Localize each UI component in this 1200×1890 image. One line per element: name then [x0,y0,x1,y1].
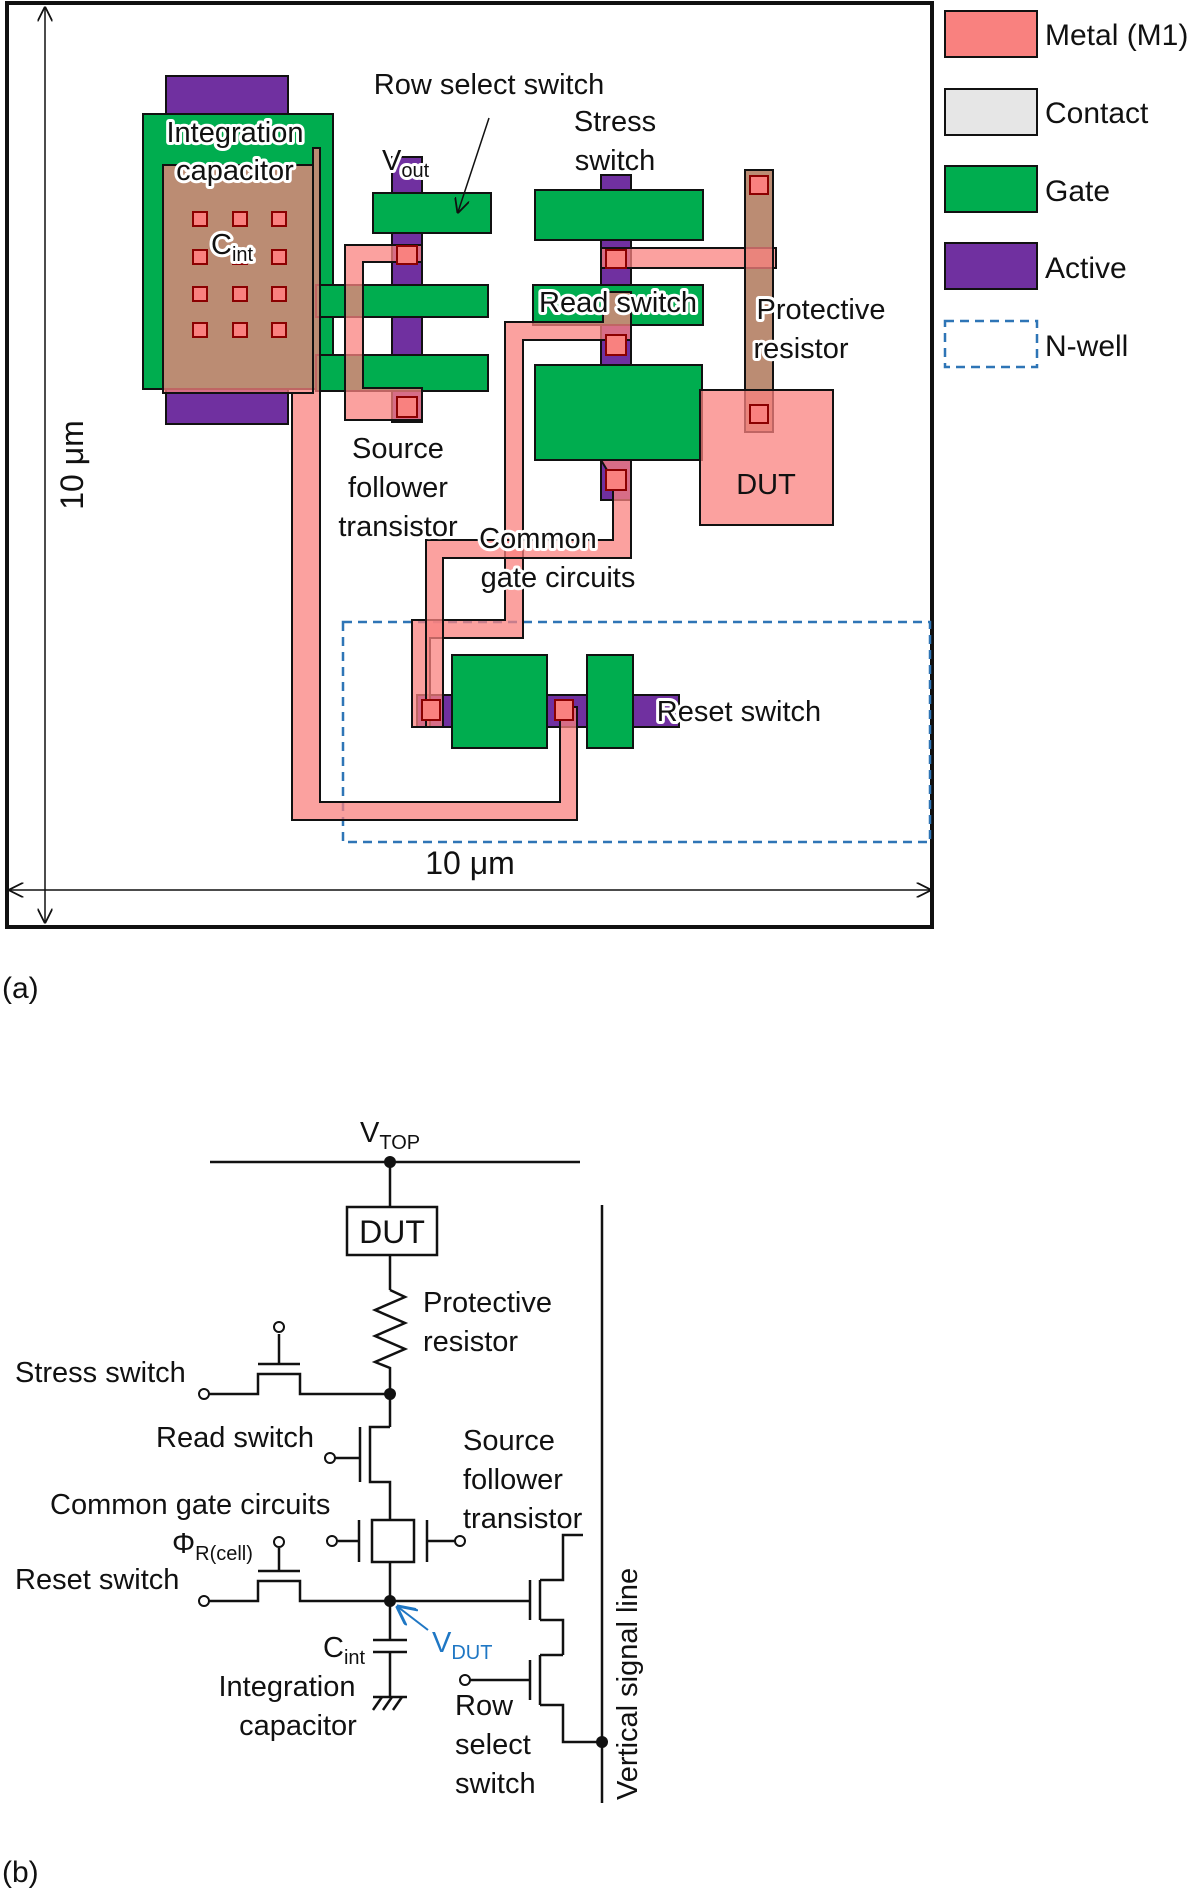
row-select-switch-label: Row select switch [374,69,604,101]
source-follower-schematic-label-3: transistor [463,1503,583,1535]
integration-capacitor-schematic-label-1: Integration [218,1671,355,1703]
read-switch-label: Read switch [539,287,697,319]
panel-a-label: (a) [2,972,39,1005]
vdut-label: VDUT [432,1627,492,1664]
row-select-pointer [458,117,490,212]
cint-layout-label: Cint [211,229,254,266]
legend-swatch-nwell [943,319,1039,369]
source-follower-label-2: follower [348,472,448,504]
integration-capacitor-schematic-label-2: capacitor [239,1710,357,1742]
stress-switch-schematic-label: Stress switch [15,1357,186,1389]
read-switch-schematic-label: Read switch [156,1422,314,1454]
legend: Metal (M1) Contact Gate Active N-well [943,10,1188,369]
legend-label-contact: Contact [1045,97,1149,130]
vertical-dimension-label: 10 μm [54,420,90,510]
source-follower-label-3: transistor [338,511,458,543]
dut-box [345,1205,439,1257]
horizontal-dimension-label: 10 μm [425,845,515,881]
legend-swatch-metal [944,10,1038,58]
legend-label-nwell: N-well [1045,330,1128,363]
vout-label: Vout [382,145,430,182]
protective-resistor-label-1: Protective [757,294,886,326]
dut-layout-label: DUT [736,469,796,501]
schematic-nodes [198,1156,608,1748]
protective-resistor-label-2: resistor [753,333,848,365]
panel-b-label: (b) [2,1856,39,1889]
legend-swatch-gate [944,165,1038,213]
source-follower-label-1: Source [352,433,444,465]
metal-m1 [162,147,834,821]
layout-panel: 10 μm 10 μm Integration capacitor Cint V… [5,1,934,929]
source-follower-schematic-label-1: Source [463,1425,555,1457]
legend-label-gate: Gate [1045,175,1110,208]
stress-switch-label-1: Stress [574,106,656,138]
legend-label-active: Active [1045,252,1127,285]
reset-switch-layout-label: Reset switch [657,696,821,728]
integration-capacitor-label-2: capacitor [176,155,294,187]
phi-r-cell-label: ΦR(cell) [172,1528,253,1565]
legend-swatch-active [944,242,1038,290]
common-gate-label-2: gate circuits [481,562,636,594]
reset-switch-schematic-label: Reset switch [15,1564,179,1596]
integration-capacitor-label-1: Integration [166,117,303,149]
n-well-region [341,620,932,844]
legend-swatch-contact [944,88,1038,136]
vtop-label: VTOP [360,1117,420,1154]
dut-schematic-label: DUT [359,1214,425,1250]
vertical-signal-line-label: Vertical signal line [612,1568,644,1800]
stress-switch-label-2: switch [575,145,656,177]
source-follower-schematic-label-2: follower [463,1464,563,1496]
legend-label-metal: Metal (M1) [1045,19,1188,52]
vdut-arrow [398,1607,429,1631]
cint-schematic-label: Cint [323,1632,366,1669]
protective-resistor-schematic-label-2: resistor [423,1326,518,1358]
protective-resistor-symbol [371,1288,409,1392]
row-select-schematic-label-3: switch [455,1768,536,1800]
protective-resistor-schematic-label-1: Protective [423,1287,552,1319]
common-gate-schematic-label: Common gate circuits [50,1489,330,1521]
row-select-schematic-label-2: select [455,1729,531,1761]
common-gate-label-1: Common [479,523,597,555]
row-select-schematic-label-1: Row [455,1690,514,1722]
contacts [192,175,769,721]
